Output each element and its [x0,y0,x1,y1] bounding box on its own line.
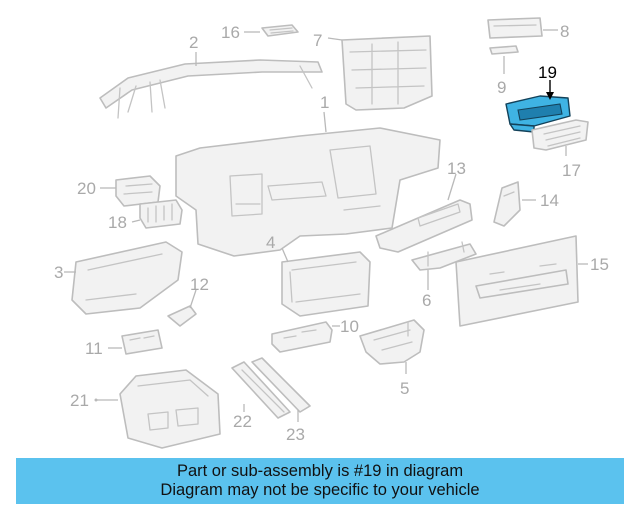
part-23-strip [251,357,311,413]
callout-8: 8 [543,22,569,41]
part-number-5: 5 [400,379,409,398]
callout-11: 11 [85,339,122,358]
part-number-6: 6 [422,291,431,310]
part-13-glovebox [375,199,473,253]
part-number-14: 14 [540,191,559,210]
part-number-17: 17 [562,161,581,180]
part-number-15: 15 [590,255,609,274]
part-number-11: 11 [85,339,103,358]
part-number-9: 9 [497,78,506,97]
callout-16: 16 [221,23,260,42]
callout-6: 6 [422,270,431,310]
part-20-vent [115,175,161,207]
part-11-switch [121,329,163,355]
part-number-1: 1 [320,93,329,112]
callout-21: 21 [70,391,118,410]
part-10-switch-panel [271,321,333,353]
part-15-panel [455,235,579,327]
callout-2: 2 [189,33,198,66]
part-6-brace [411,241,477,271]
part-number-7: 7 [313,31,322,50]
info-banner: Part or sub-assembly is #19 in diagram D… [16,458,624,504]
part-21-console [119,369,221,449]
callout-20: 20 [77,179,116,198]
part-number-8: 8 [560,22,569,41]
part-18-vent [139,199,183,229]
part-number-22: 22 [233,412,252,431]
callout-22: 22 [233,404,252,431]
part-number-12: 12 [190,275,209,294]
banner-line-2: Diagram may not be specific to your vehi… [160,481,480,499]
callout-14: 14 [522,191,559,210]
part-2-crossbeam [99,59,323,119]
callout-12: 12 [189,275,209,309]
part-7-cluster [341,35,433,111]
part-number-23: 23 [286,425,305,444]
callout-4: 4 [266,233,289,263]
callout-10: 10 [332,317,359,336]
callout-13: 13 [447,159,466,201]
callout-19: 19 [538,63,557,100]
part-number-2: 2 [189,33,198,52]
callout-9: 9 [497,56,506,97]
part-number-19: 19 [538,63,557,82]
part-number-10: 10 [340,317,359,336]
part-5-bracket [359,319,425,365]
parts-diagram: 2 16 7 8 9 19 [54,17,609,449]
callout-7: 7 [313,31,343,50]
part-number-16: 16 [221,23,240,42]
banner-line-1: Part or sub-assembly is #19 in diagram [176,462,464,480]
callout-3: 3 [54,263,76,282]
part-9-strip [489,45,519,55]
part-number-21: 21 [70,391,89,410]
part-1-dashboard [175,127,441,257]
part-14-bracket [493,181,521,227]
callout-23: 23 [286,410,305,444]
part-17-vent [531,119,589,151]
part-number-4: 4 [266,233,275,252]
part-12-clip [167,305,197,327]
callout-18: 18 [108,213,141,232]
part-number-18: 18 [108,213,127,232]
callout-5: 5 [400,362,409,398]
part-number-3: 3 [54,263,63,282]
part-8-storage [487,17,543,39]
callout-1: 1 [320,93,329,133]
part-16-vent [261,24,299,37]
callout-17: 17 [562,146,581,180]
part-19-vent [505,95,571,133]
part-number-13: 13 [447,159,466,178]
part-22-strip [231,361,291,419]
part-4-bin [281,251,371,317]
part-number-20: 20 [77,179,96,198]
part-3-cover [71,241,183,315]
callout-15: 15 [578,255,609,274]
